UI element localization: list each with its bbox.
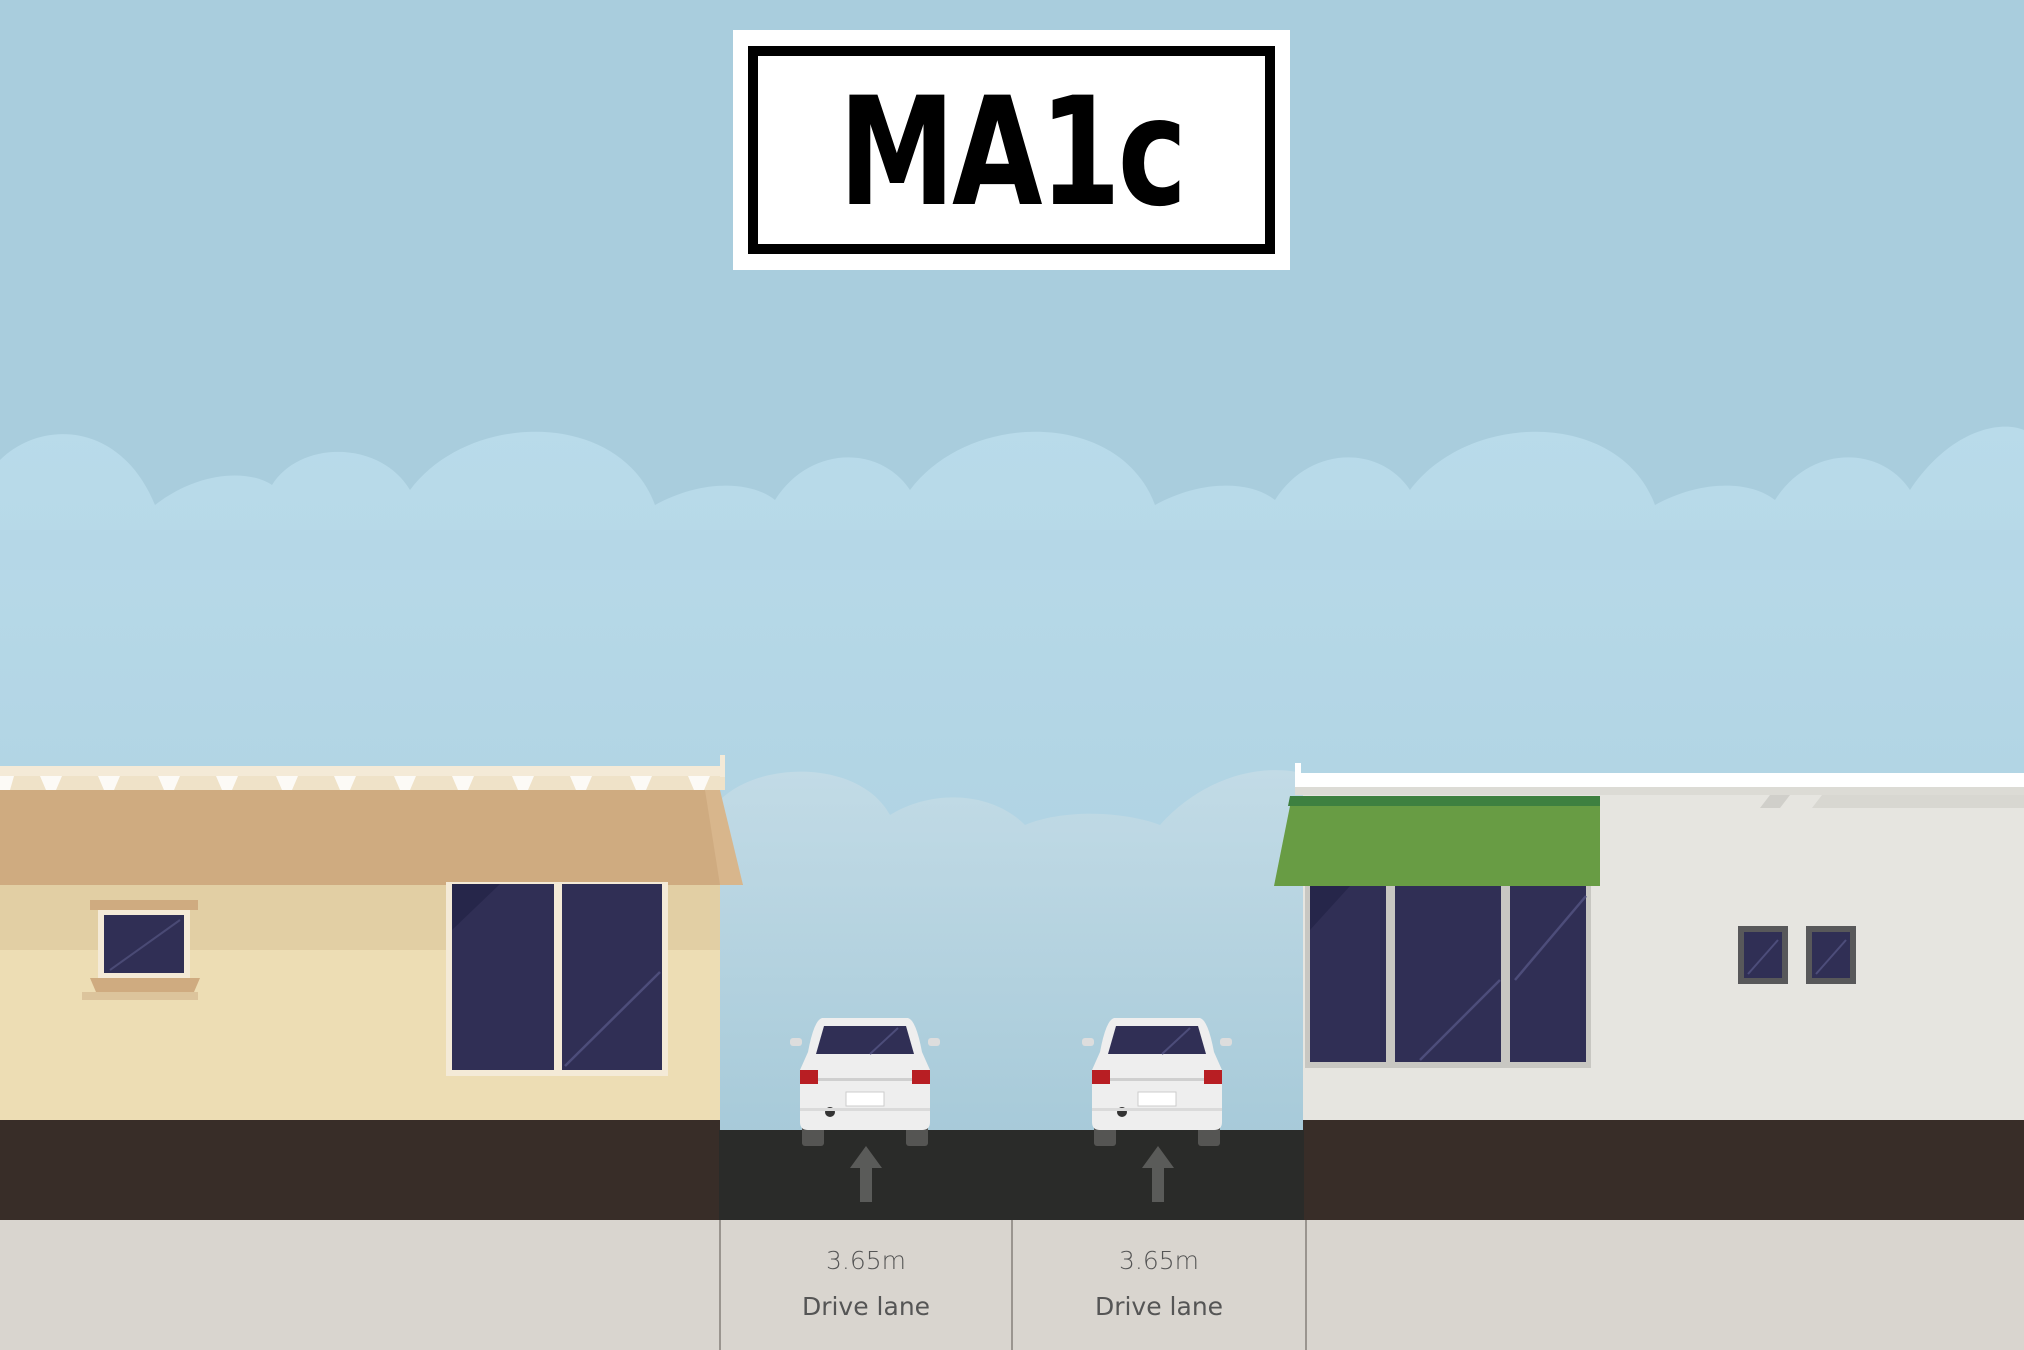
street-name-sign[interactable]: MA1c xyxy=(733,30,1290,270)
arrow-up-icon xyxy=(850,1146,882,1202)
ground-left xyxy=(0,1120,720,1220)
car-rear-icon xyxy=(1082,1018,1232,1146)
ground-right xyxy=(1303,1120,2024,1220)
segment-width[interactable]: 3.65m xyxy=(825,1246,907,1275)
segment-dividers xyxy=(719,1220,1307,1350)
left-building-roof xyxy=(0,790,743,885)
segment-width[interactable]: 3.65m xyxy=(1118,1246,1200,1275)
right-building xyxy=(1274,763,2024,1120)
arrow-up-icon xyxy=(1142,1146,1174,1202)
street-name[interactable]: MA1c xyxy=(838,66,1187,240)
awning xyxy=(1274,796,1600,886)
car-rear-icon xyxy=(790,1018,940,1146)
segment-label[interactable]: Drive lane xyxy=(1094,1292,1224,1321)
segment-info-1[interactable]: 3.65m Drive lane xyxy=(720,1220,1012,1350)
segment-info-2[interactable]: 3.65m Drive lane xyxy=(1012,1220,1306,1350)
segment-label[interactable]: Drive lane xyxy=(801,1292,931,1321)
left-building xyxy=(0,755,743,1120)
